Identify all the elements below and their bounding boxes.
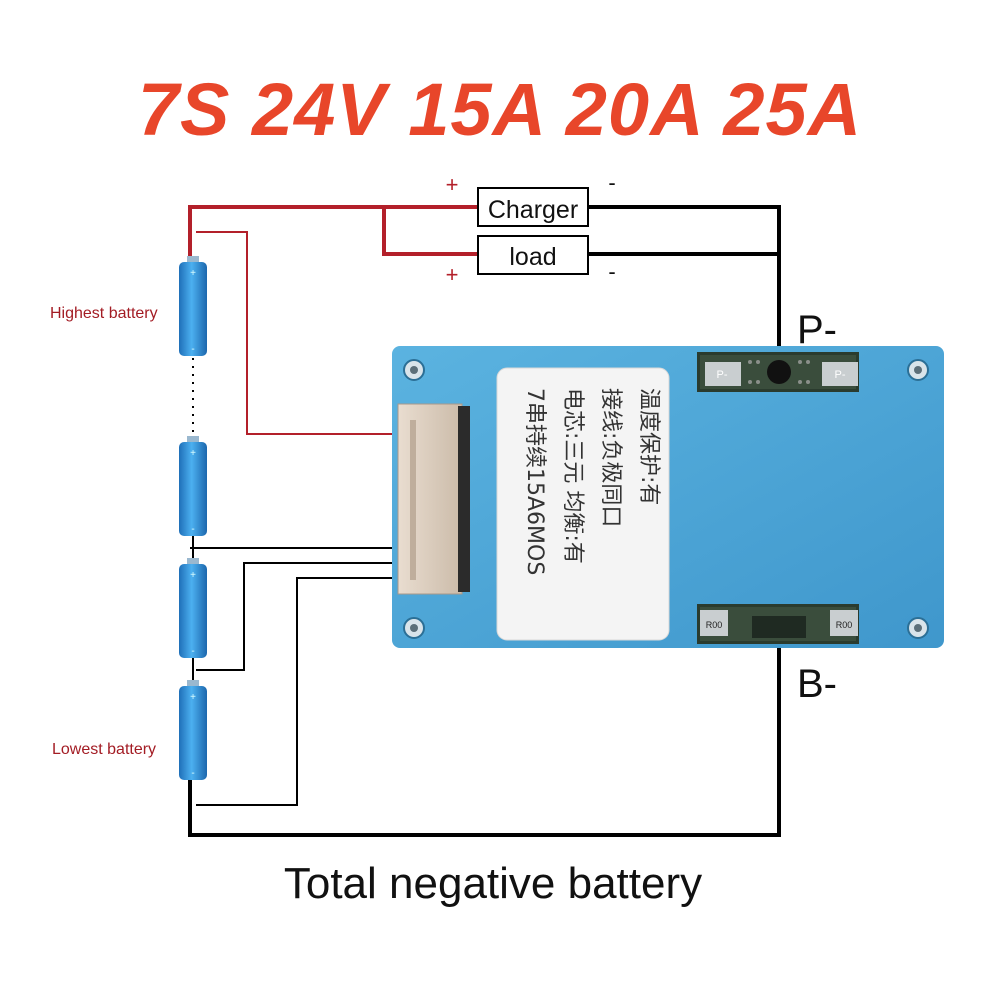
pcb-resistor-label-left: R00 bbox=[706, 620, 723, 630]
b-minus-label: B- bbox=[797, 662, 837, 706]
lowest-battery-label: Lowest battery bbox=[52, 741, 156, 758]
charger-plus-sign: + bbox=[446, 172, 459, 197]
sticker-line-1: 7串持续15A6MOS bbox=[522, 388, 547, 575]
diagram-title: 7S 24V 15A 20A 25A bbox=[138, 68, 862, 151]
charger-minus-sign: - bbox=[608, 170, 615, 195]
charger-negative-wire bbox=[588, 205, 781, 350]
battery-cell-3: + - bbox=[179, 558, 207, 658]
svg-text:+: + bbox=[190, 692, 196, 703]
sticker-line-4: 温度保护:有 bbox=[636, 388, 661, 505]
svg-text:+: + bbox=[190, 268, 196, 279]
pcb-pad-label-left: P- bbox=[717, 369, 728, 381]
b-minus-wire bbox=[188, 640, 781, 837]
battery-cell-2: + - bbox=[179, 436, 207, 536]
charger-box: Charger bbox=[477, 187, 589, 227]
svg-text:-: - bbox=[191, 344, 194, 355]
balance-wire-4 bbox=[196, 577, 400, 806]
pcb-resistor-label-right: R00 bbox=[836, 620, 853, 630]
highest-battery-label: Highest battery bbox=[50, 305, 158, 322]
svg-text:-: - bbox=[191, 768, 194, 779]
bms-spec-sticker: 7串持续15A6MOS 电芯:三元 均衡:有 接线:负极同口 温度保护:有 bbox=[496, 367, 670, 641]
load-box: load bbox=[477, 235, 589, 275]
load-label: load bbox=[509, 243, 556, 271]
total-negative-label: Total negative battery bbox=[284, 859, 702, 908]
load-minus-sign: - bbox=[608, 259, 615, 284]
svg-text:+: + bbox=[190, 448, 196, 459]
battery-cell-highest: + - bbox=[179, 256, 207, 356]
sticker-line-3: 接线:负极同口 bbox=[598, 388, 623, 527]
pcb-pad-label-right: P- bbox=[835, 369, 846, 381]
p-minus-label: P- bbox=[797, 308, 837, 352]
wires bbox=[188, 205, 781, 837]
balance-wire-3 bbox=[196, 562, 400, 671]
svg-text:-: - bbox=[191, 646, 194, 657]
load-plus-sign: + bbox=[446, 262, 459, 287]
charger-label: Charger bbox=[488, 196, 578, 224]
positive-load-wire bbox=[382, 207, 478, 256]
sticker-line-2: 电芯:三元 均衡:有 bbox=[560, 388, 585, 564]
battery-cell-lowest: + - bbox=[179, 680, 207, 780]
balance-wire-highest bbox=[196, 231, 400, 435]
svg-text:-: - bbox=[191, 524, 194, 535]
svg-text:+: + bbox=[190, 570, 196, 581]
